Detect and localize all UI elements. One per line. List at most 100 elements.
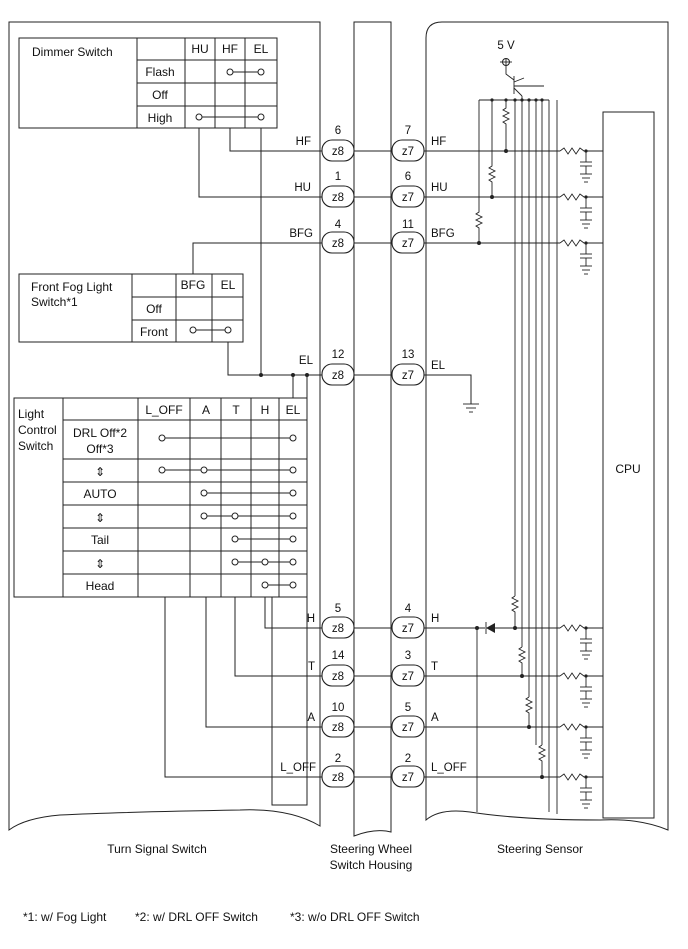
transistor-icon xyxy=(513,76,544,97)
light-row-drl-off: DRL Off*2 xyxy=(73,426,127,440)
input-filter-t xyxy=(559,672,603,708)
resistor-icon xyxy=(474,100,484,243)
housing-label-line1: Steering Wheel xyxy=(330,842,412,856)
signal-label-right: BFG xyxy=(431,228,455,240)
connector-z8: z8 xyxy=(332,772,344,784)
signal-label-right: H xyxy=(431,613,439,625)
resistor-icon xyxy=(517,646,527,676)
steering-sensor-block xyxy=(425,21,669,831)
input-filter-bfg xyxy=(559,239,603,275)
fog-col-el: EL xyxy=(221,278,236,292)
signal-label-left: L_OFF xyxy=(280,762,316,774)
resistor-icon xyxy=(487,100,497,197)
signal-label-right: L_OFF xyxy=(431,762,467,774)
input-filter-hf xyxy=(559,147,603,183)
connector-z8: z8 xyxy=(332,370,344,382)
signal-label-left: HU xyxy=(294,182,311,194)
connector-z7: z7 xyxy=(402,623,414,635)
switch-side-wiring xyxy=(164,128,323,806)
cpu-label: CPU xyxy=(615,462,640,476)
light-head-contact xyxy=(261,581,297,589)
dimmer-row-flash: Flash xyxy=(145,65,174,79)
footnote-3: *3: w/o DRL OFF Switch xyxy=(290,910,420,924)
input-filter-hu xyxy=(559,193,603,229)
resistor-icon xyxy=(501,100,511,151)
housing-wiring xyxy=(353,150,393,778)
input-filter-a xyxy=(559,723,603,759)
light-transition-3-contact xyxy=(231,558,297,566)
switch-housing-block xyxy=(353,21,392,837)
pin-left: 14 xyxy=(332,650,345,662)
light-row-head: Head xyxy=(86,579,115,593)
dimmer-col-el: EL xyxy=(254,42,269,56)
signal-label-left: HF xyxy=(296,136,311,148)
connector-z7: z7 xyxy=(402,146,414,158)
connector-row-l-off: L_OFF 2 z8 2 z7 L_OFF xyxy=(280,753,467,788)
fog-row-off: Off xyxy=(146,302,162,316)
pin-right: 4 xyxy=(405,603,412,615)
connector-z7: z7 xyxy=(402,238,414,250)
turn-signal-switch-block xyxy=(8,21,321,831)
fog-row-front: Front xyxy=(140,325,169,339)
pin-left: 5 xyxy=(335,603,341,615)
signal-label-left: A xyxy=(307,712,315,724)
light-tail-contact xyxy=(231,535,297,543)
connector-z8: z8 xyxy=(332,146,344,158)
dimmer-high-contact xyxy=(195,113,265,121)
signal-label-left: BFG xyxy=(289,228,313,240)
light-row-arrow-2: ⇕ xyxy=(95,511,105,525)
fog-front-contact xyxy=(189,326,232,334)
pin-left: 12 xyxy=(332,349,345,361)
dimmer-row-high: High xyxy=(148,111,173,125)
footnote-1: *1: w/ Fog Light xyxy=(23,910,107,924)
connector-z8: z8 xyxy=(332,238,344,250)
footnote-2: *2: w/ DRL OFF Switch xyxy=(135,910,258,924)
pin-left: 2 xyxy=(335,753,341,765)
connector-z8: z8 xyxy=(332,192,344,204)
connector-row-t: T 14 z8 3 z7 T xyxy=(308,650,438,687)
signal-label-right: HF xyxy=(431,136,446,148)
dimmer-row-off: Off xyxy=(152,88,168,102)
light-row-arrow-3: ⇕ xyxy=(95,557,105,571)
pin-left: 10 xyxy=(332,702,345,714)
light-off-contact xyxy=(158,434,297,442)
light-control-switch: Light Control Switch L_OFF A T H EL DRL … xyxy=(13,397,308,598)
light-transition-1-contact xyxy=(158,466,297,474)
connector-z8: z8 xyxy=(332,671,344,683)
pin-right: 3 xyxy=(405,650,411,662)
signal-label-left: T xyxy=(308,661,315,673)
connector-row-hu: HU 1 z8 6 z7 HU xyxy=(294,171,448,208)
front-fog-light-switch: Front Fog Light Switch*1 BFG EL Off Fron… xyxy=(18,273,244,343)
signal-label-left: H xyxy=(307,613,315,625)
power-terminal-icon xyxy=(500,58,512,66)
signal-label-right: EL xyxy=(431,360,446,372)
light-auto-contact xyxy=(200,489,297,497)
sensor-side-wiring: 5 V xyxy=(424,40,603,814)
light-row-tail: Tail xyxy=(91,533,109,547)
light-col-h: H xyxy=(261,403,270,417)
light-col-a: A xyxy=(202,403,210,417)
light-row-off: Off*3 xyxy=(86,442,113,456)
signal-label-left: EL xyxy=(299,355,314,367)
dimmer-flash-contact xyxy=(226,68,265,76)
housing-label-line2: Switch Housing xyxy=(330,858,413,872)
pin-left: 4 xyxy=(335,219,342,231)
light-title-line3: Switch xyxy=(18,439,53,453)
light-title-line2: Control xyxy=(18,423,57,437)
pin-right: 11 xyxy=(402,219,414,231)
signal-label-right: T xyxy=(431,661,438,673)
diode-icon xyxy=(485,622,495,634)
fog-title-line2: Switch*1 xyxy=(31,295,78,309)
light-transition-2-contact xyxy=(200,512,297,520)
light-row-auto: AUTO xyxy=(83,487,116,501)
light-col-l-off: L_OFF xyxy=(145,403,182,417)
pin-right: 13 xyxy=(402,349,415,361)
dimmer-col-hu: HU xyxy=(191,42,208,56)
connector-row-hf: HF 6 z8 7 z7 HF xyxy=(296,125,446,162)
dimmer-switch: Dimmer Switch HU HF EL Flash Off High xyxy=(18,37,278,129)
cpu-block: CPU xyxy=(602,111,655,819)
connector-row-a: A 10 z8 5 z7 A xyxy=(307,702,439,738)
connector-row-el: EL 12 z8 13 z7 EL xyxy=(299,349,446,386)
pin-left: 6 xyxy=(335,125,341,137)
